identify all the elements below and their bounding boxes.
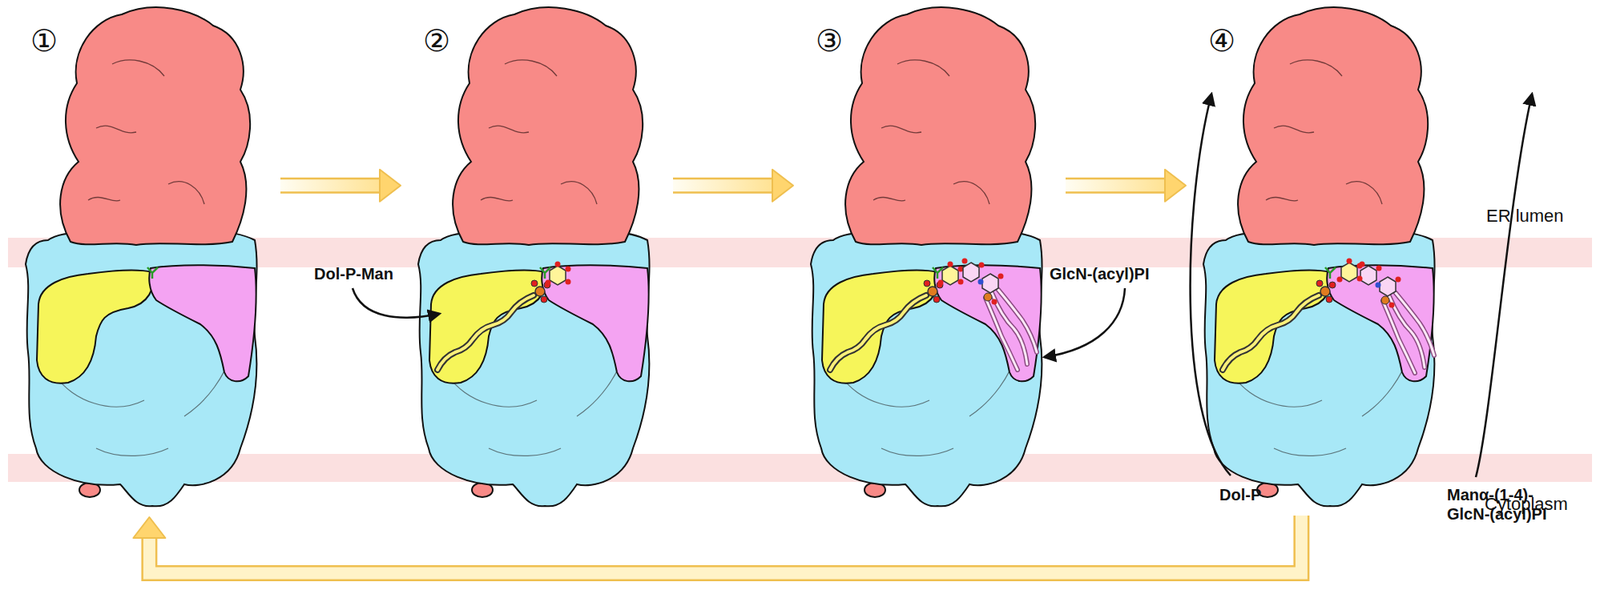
- cycle-arrow: [132, 515, 1302, 574]
- enzyme-panel-3: [938, 261, 964, 287]
- enzyme-panel-3: [810, 7, 1043, 507]
- arrow-head: [379, 169, 401, 202]
- arrow-outline: [673, 177, 773, 194]
- step-panel: ④: [1193, 8, 1451, 513]
- leader-arrow: [352, 288, 440, 319]
- label-text: Dol-P-Man: [314, 265, 394, 283]
- compartment-label: ER lumen: [1486, 205, 1564, 227]
- arrow-head: [1164, 169, 1186, 202]
- enzyme-panel-1: [25, 7, 258, 507]
- step-number: ②: [423, 25, 451, 57]
- arrow-outline: [280, 177, 380, 194]
- arrow-shaft: [673, 179, 773, 192]
- step-panel: ①: [16, 8, 273, 513]
- leader-arrow: [1475, 94, 1532, 478]
- enzyme-panel-4: [1203, 7, 1435, 507]
- enzyme-panel-2: [418, 7, 650, 507]
- enzyme-panel-4: [1337, 258, 1363, 283]
- label-text: Dol-P: [1219, 486, 1262, 504]
- step-number: ③: [815, 25, 843, 57]
- product-label: Manα-(1-4)- GlcN-(acyl)PI: [1446, 485, 1560, 524]
- arrow-outline: [149, 515, 1302, 574]
- label-text: GlcN-(acyl)PI: [1049, 265, 1149, 283]
- enzyme-panel-2: [545, 261, 572, 287]
- step-panel: ③: [801, 8, 1058, 513]
- cycle-arrow: [280, 169, 401, 202]
- enzyme-panel-3: [962, 258, 1038, 371]
- arrow-outline: [1065, 177, 1165, 194]
- enzyme-panel-3: [810, 7, 1043, 507]
- leader-arrow: [1190, 94, 1231, 476]
- step-number: ①: [30, 25, 58, 57]
- enzyme-panel-2: [437, 295, 534, 371]
- step-number: ④: [1208, 25, 1236, 57]
- enzyme-panel-4: [1222, 295, 1319, 371]
- enzyme-panel-4: [1203, 7, 1435, 507]
- cycle-arrow: [1065, 169, 1186, 202]
- product-label: Dol-P: [1219, 485, 1262, 505]
- enzyme-panel-4: [1359, 261, 1435, 375]
- substrate-label: GlcN-(acyl)PI: [1049, 264, 1149, 284]
- leader-arrow: [352, 94, 1532, 478]
- label-text: ER lumen: [1486, 205, 1564, 226]
- cycle-arrow: [673, 169, 794, 202]
- enzyme-panel-2: [418, 7, 650, 507]
- arrow-shaft: [280, 179, 380, 192]
- arrow-head: [132, 517, 166, 539]
- enzyme-panel-1: [25, 7, 258, 507]
- step-panel: ②: [408, 8, 665, 513]
- enzyme-panel-3: [830, 295, 927, 371]
- substrate-label: Dol-P-Man: [314, 264, 394, 284]
- enzyme-panel-4: [1316, 280, 1336, 303]
- arrow-shaft: [1065, 179, 1165, 192]
- arrow-shaft: [149, 515, 1302, 574]
- arrow-head: [772, 169, 794, 202]
- label-text: Manα-(1-4)- GlcN-(acyl)PI: [1446, 486, 1547, 524]
- leader-arrow: [1044, 288, 1125, 358]
